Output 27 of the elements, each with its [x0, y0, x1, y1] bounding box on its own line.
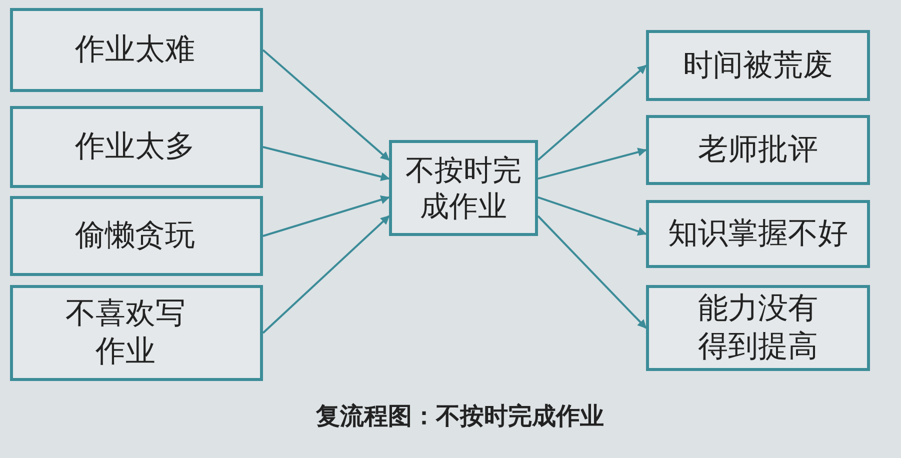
- arrow: [262, 146, 390, 182]
- process-box: [646, 30, 870, 101]
- box-text: 作业太多: [75, 128, 195, 166]
- arrow: [262, 215, 390, 334]
- arrow: [262, 49, 390, 161]
- arrow: [538, 196, 647, 236]
- process-box: [646, 285, 870, 371]
- box-text: 老师批评: [698, 131, 818, 169]
- process-box: [10, 285, 263, 381]
- box-text: 作业太难: [75, 31, 195, 69]
- box-text: 知识掌握不好: [668, 215, 848, 253]
- box-text: 能力没有得到提高: [697, 290, 819, 366]
- arrow: [538, 148, 647, 180]
- box-text: 偷懒贪玩: [75, 217, 195, 255]
- caption: 复流程图：不按时完成作业: [314, 400, 605, 432]
- arrow: [537, 64, 647, 161]
- box-text: 时间被荒废: [683, 46, 833, 84]
- arrow: [537, 215, 647, 329]
- process-box: [646, 115, 870, 185]
- process-box: [10, 106, 263, 188]
- process-box: [646, 200, 870, 268]
- process-box: [10, 196, 263, 276]
- process-box: [389, 140, 538, 236]
- arrow: [262, 195, 390, 237]
- box-text: 不喜欢写作业: [64, 295, 186, 371]
- process-box: [10, 8, 263, 92]
- box-text: 不按时完成作业: [404, 152, 522, 224]
